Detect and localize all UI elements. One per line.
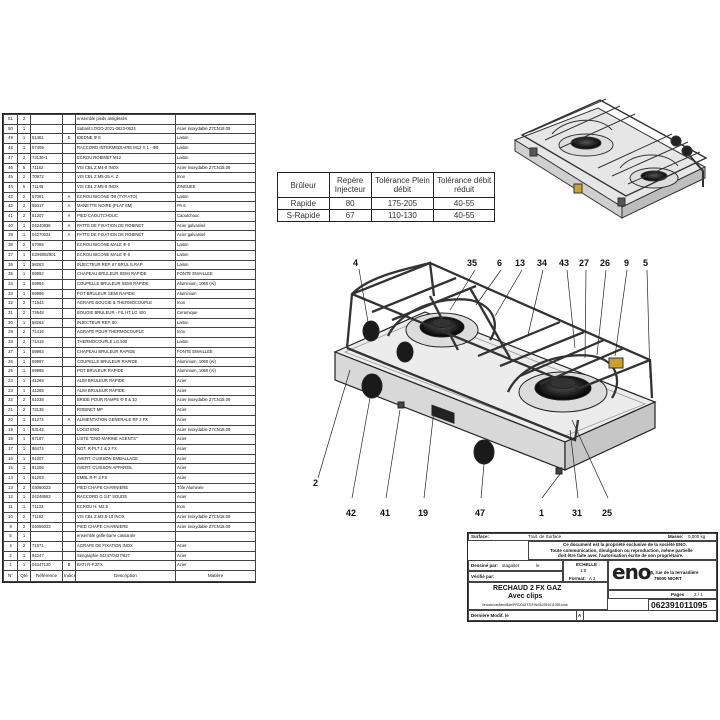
title-block: Surface: Trait. de Surface Masse: 0,000 … [467, 532, 718, 622]
thumbnail-stove [513, 98, 708, 219]
mass-label: Masse: [668, 534, 684, 539]
checked-by-value: le [536, 563, 540, 568]
leader-lines [317, 268, 651, 499]
drawing-number: 062391011095 [651, 600, 708, 610]
notice-line-3: doit être faite avec l'autorisation écri… [558, 553, 684, 558]
notice-line-1: Ce document est la propriété exclusive d… [563, 542, 688, 547]
burner-cell: 67 [328, 209, 372, 222]
drawn-by-label: Dessiné par: [471, 563, 499, 568]
drawing-subtitle: Avec clips [508, 593, 543, 600]
parts-list-header-row: N° Qté Référence Indice Description Mati… [3, 570, 256, 583]
burner-row: S-Rapide 67 110-130 40-55 [277, 209, 495, 222]
scale-label: ECHELLE : [576, 562, 600, 567]
format-value: A 2 [589, 576, 596, 581]
mass-value: 0,000 kg [688, 534, 706, 539]
burner-header-injector: Repère Injecteur [328, 172, 372, 198]
burner-row: Rapide 80 175-205 40-55 [277, 197, 495, 210]
address-line-1: 95, rue de la terrasdière [648, 570, 699, 575]
burner-cell: 40-55 [433, 197, 495, 210]
last-modified-label: Dernière Modif. le [471, 613, 509, 618]
notice-line-2: Toute communication, divulgation ou repr… [550, 547, 693, 553]
col-header-material: Matière [175, 570, 256, 583]
pages-value: 2 / 1 [694, 592, 703, 597]
drawn-by-value: stagaitet [502, 563, 520, 568]
main-stove [333, 261, 657, 475]
address-line-2: 79000 NIORT [654, 576, 682, 581]
file-path: \\enodc\cad\enoBde\PRODUITS\FIN\06239101… [482, 603, 568, 607]
drawing-title: RECHAUD 2 FX GAZ [493, 585, 562, 592]
scale-value: 1:5 [580, 568, 587, 573]
burner-table: Brûleur Repère Injecteur Tolérance Plein… [277, 172, 495, 222]
revision-letter: A [578, 613, 582, 618]
col-header-reference: Référence [30, 570, 63, 583]
burner-cell: 40-55 [433, 209, 495, 222]
surface-label: Surface: [471, 534, 490, 539]
checked-by-label: Vérifié par: [471, 574, 495, 579]
burner-cell: 110-130 [370, 209, 435, 222]
format-label: Format: [569, 576, 586, 581]
surface-value: Trait. de Surface [528, 534, 562, 539]
eno-logo: eno [612, 560, 652, 584]
pages-label: Pages [671, 592, 685, 597]
